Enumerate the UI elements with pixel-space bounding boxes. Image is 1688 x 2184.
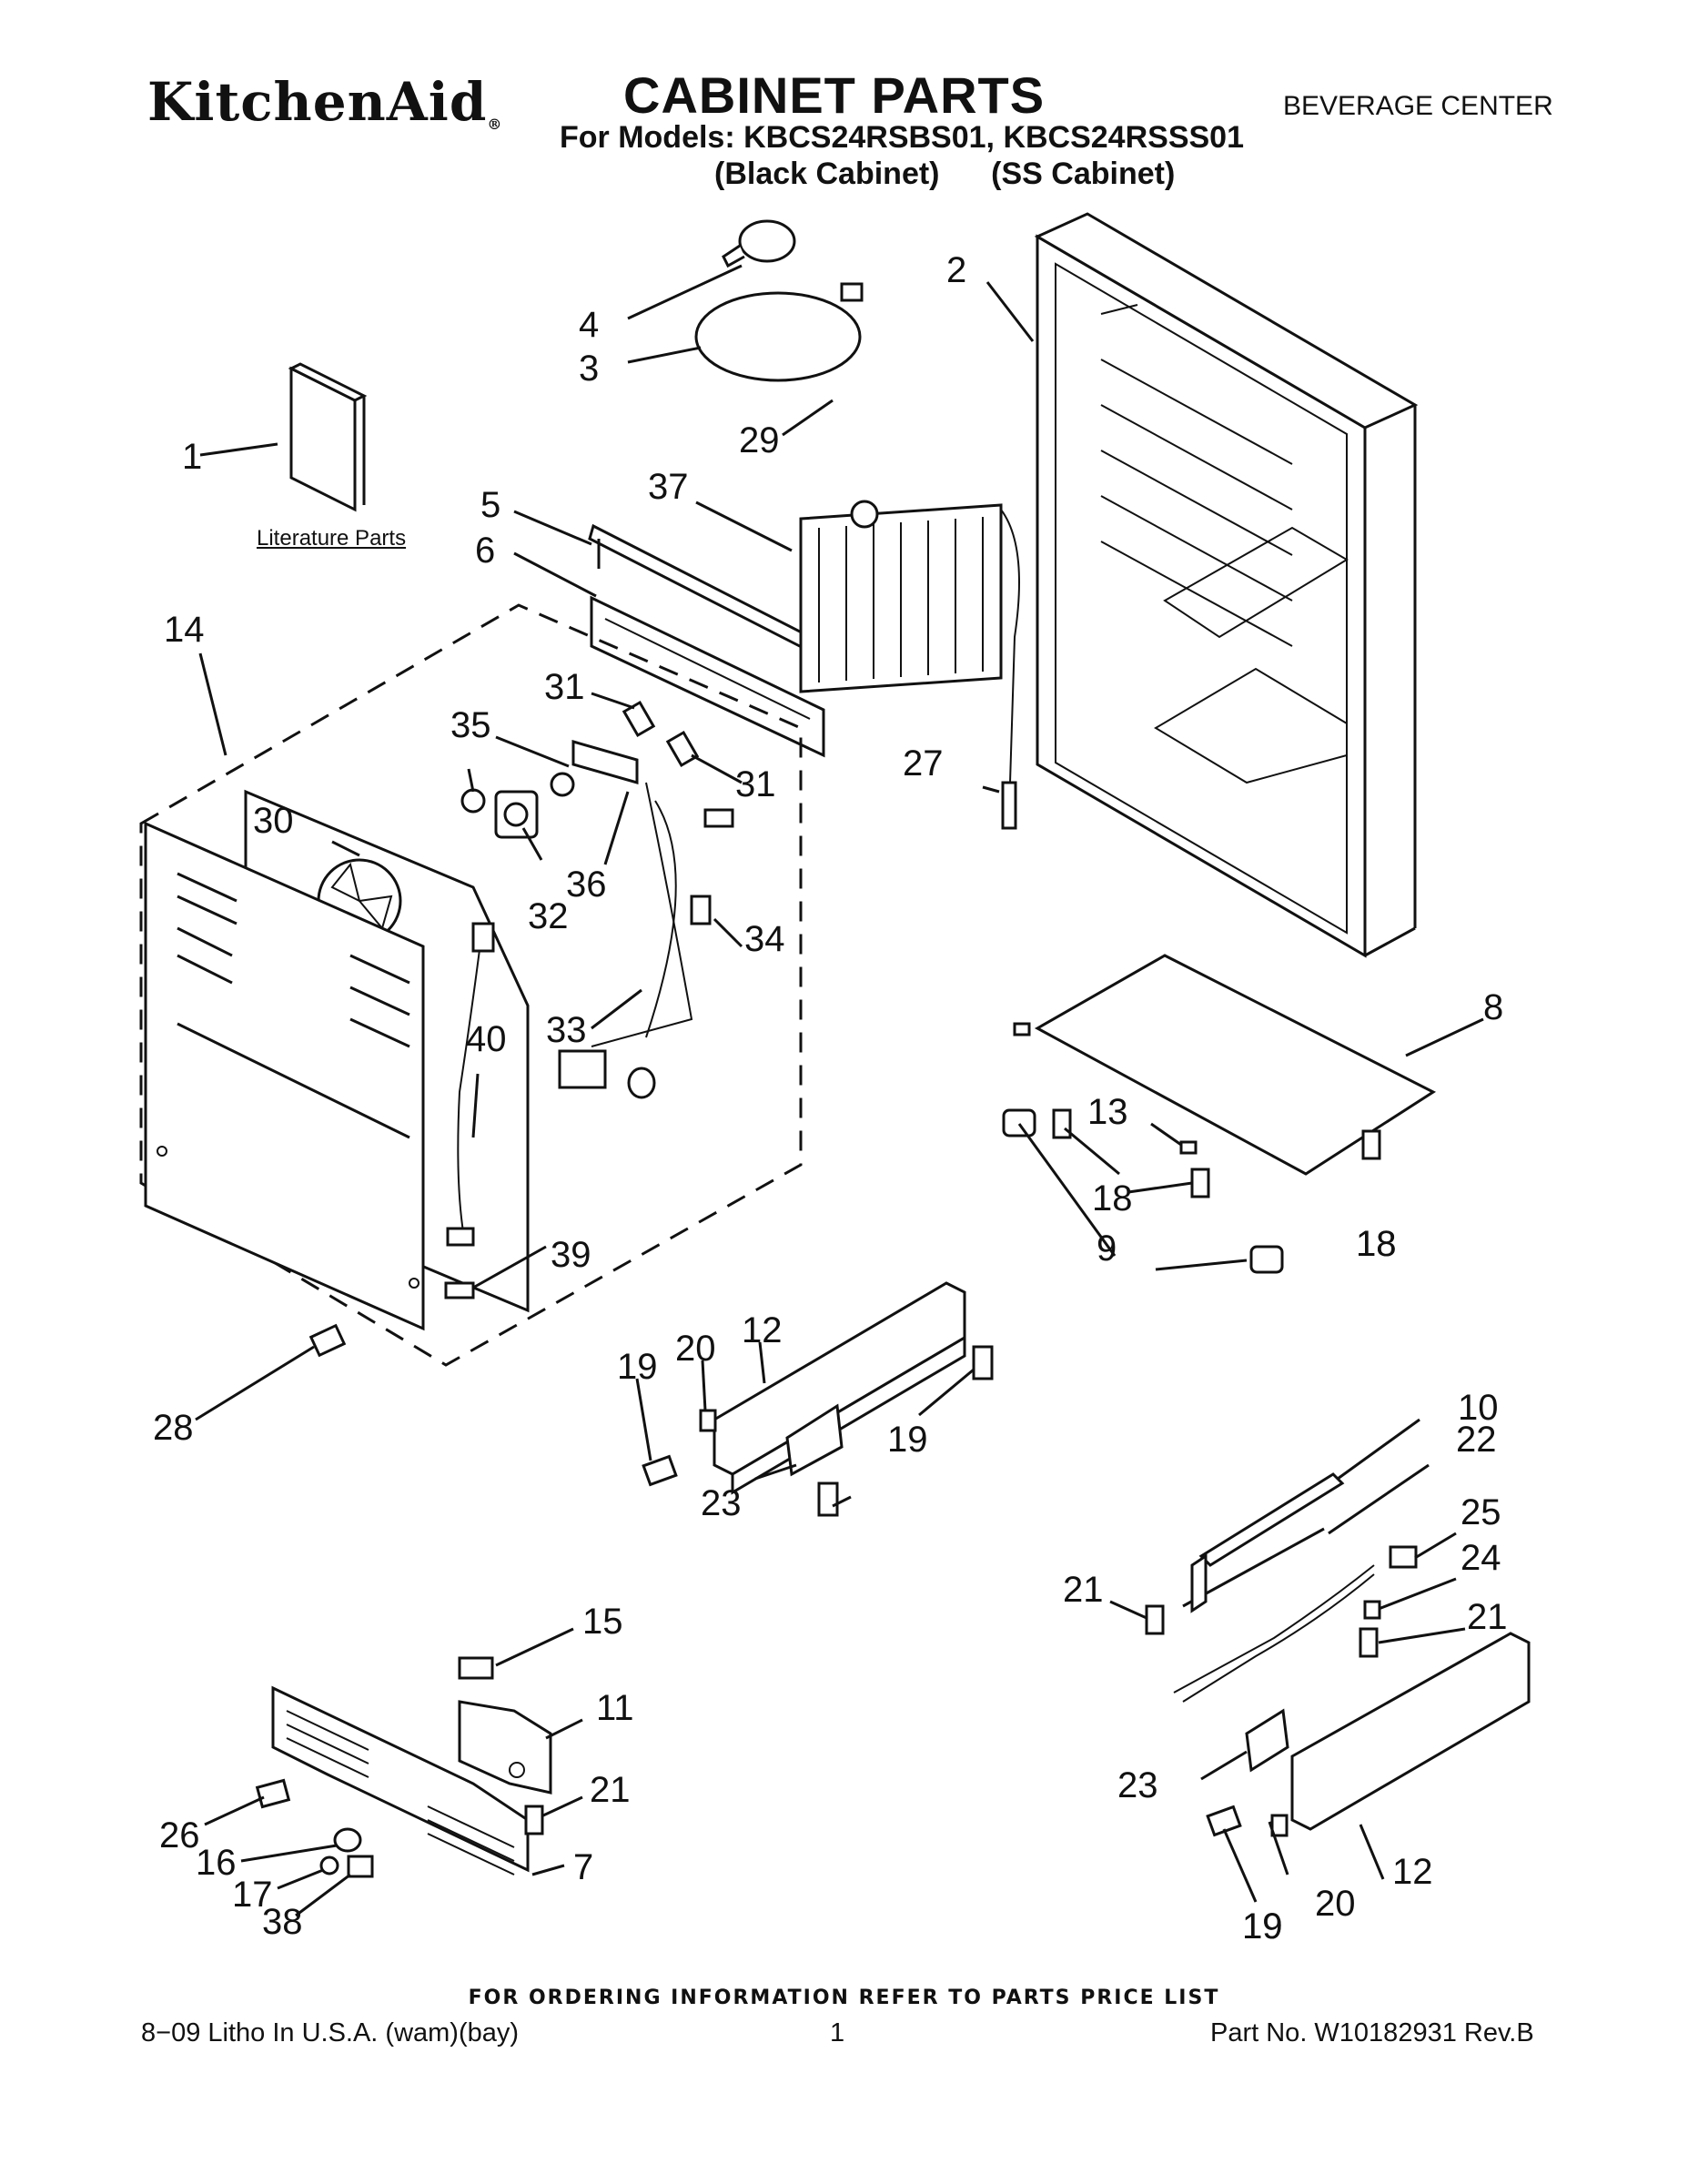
print-info: 8−09 Litho In U.S.A. (wam)(bay) bbox=[141, 2018, 520, 2048]
light-bulb bbox=[722, 219, 796, 268]
callout-label: 19 bbox=[1242, 1906, 1283, 1946]
callout-label: 13 bbox=[1087, 1092, 1128, 1132]
part-number: Part No. W10182931 Rev.B bbox=[1210, 2018, 1534, 2048]
callout-label: 15 bbox=[582, 1602, 623, 1642]
callout-label: 38 bbox=[262, 1902, 303, 1942]
leveling-leg-left bbox=[1002, 1108, 1036, 1138]
page-title: CABINET PARTS bbox=[623, 66, 1046, 124]
connector-39 bbox=[444, 1281, 475, 1299]
control-box bbox=[458, 1700, 552, 1795]
callout-label: 8 bbox=[1483, 987, 1503, 1027]
screw-21-grille bbox=[524, 1805, 544, 1835]
callout-label: 29 bbox=[739, 420, 780, 460]
model-numbers: For Models: KBCS24RSBS01, KBCS24RSSS01 bbox=[560, 120, 1245, 155]
callout-label: 19 bbox=[1242, 1906, 1283, 1946]
callout-label: 25 bbox=[1461, 1492, 1501, 1532]
callout-label: 7 bbox=[573, 1847, 593, 1887]
callout-label: 17 bbox=[232, 1875, 273, 1915]
callout-label: 14 bbox=[164, 610, 205, 650]
screw-31b bbox=[665, 730, 700, 768]
callout-label: 23 bbox=[1117, 1765, 1158, 1805]
callout-label: 39 bbox=[551, 1235, 591, 1275]
literature-parts-label: Literature Parts bbox=[257, 526, 407, 551]
callout-label: 11 bbox=[596, 1688, 634, 1728]
callout-label: 36 bbox=[566, 864, 607, 905]
brand-logo: KitchenAid® bbox=[147, 71, 503, 133]
callout-label: 12 bbox=[742, 1310, 783, 1350]
motor-bracket bbox=[571, 740, 639, 784]
thermostat-38 bbox=[347, 1855, 374, 1878]
callout-label: 26 bbox=[159, 1815, 200, 1855]
callout-label: 16 bbox=[196, 1843, 237, 1883]
leader-lines bbox=[195, 264, 1484, 1917]
nut-17 bbox=[319, 1855, 339, 1876]
callout-label: 21 bbox=[590, 1770, 631, 1810]
fan-motor bbox=[494, 790, 539, 839]
clip-13 bbox=[1179, 1140, 1198, 1155]
grommet bbox=[460, 788, 486, 814]
callout-label: 3 bbox=[579, 349, 599, 389]
literature-booklet bbox=[288, 362, 368, 512]
knob-16 bbox=[333, 1827, 362, 1853]
switch-15 bbox=[458, 1656, 494, 1680]
callout-label: 2 bbox=[946, 250, 966, 290]
callout-label: 32 bbox=[528, 896, 569, 936]
callout-label: 6 bbox=[475, 531, 495, 571]
light-cover bbox=[694, 282, 864, 382]
toe-grille bbox=[271, 1685, 530, 1876]
screw-28 bbox=[308, 1323, 347, 1358]
base-rail-center bbox=[642, 1281, 994, 1517]
leveling-leg-right bbox=[1249, 1245, 1284, 1274]
callout-label: 21 bbox=[1467, 1597, 1508, 1637]
evaporator-cover-front bbox=[144, 821, 425, 1331]
callout-label: 1 bbox=[182, 437, 202, 477]
ordering-note: FOR ORDERING INFORMATION REFER TO PARTS … bbox=[468, 1987, 1220, 2009]
screw-18a bbox=[1052, 1108, 1072, 1139]
callout-labels: 1 2 3 4 5 6 7 8 9 10 11 12 12 13 14 15 1… bbox=[153, 250, 1508, 1946]
callout-label: 30 bbox=[253, 801, 294, 841]
callout-label: 20 bbox=[675, 1329, 716, 1369]
callout-label: 27 bbox=[903, 743, 944, 784]
divider-panel bbox=[1013, 954, 1437, 1176]
callout-label: 35 bbox=[450, 705, 491, 745]
thermistor-probe bbox=[1000, 509, 1020, 830]
grommet-2 bbox=[550, 772, 575, 797]
callout-label: 37 bbox=[648, 467, 689, 507]
assembly-outline bbox=[139, 603, 803, 1367]
callout-label: 28 bbox=[153, 1408, 194, 1448]
base-rail-right bbox=[1145, 1472, 1531, 1837]
wire-harness bbox=[446, 782, 734, 1247]
product-category: BEVERAGE CENTER bbox=[1283, 91, 1553, 121]
evaporator-coil bbox=[799, 500, 1003, 693]
callout-label: 18 bbox=[1356, 1224, 1397, 1264]
callout-label: 31 bbox=[735, 764, 776, 804]
callout-label: 18 bbox=[1356, 1224, 1397, 1264]
callout-label: 18 bbox=[1092, 1178, 1133, 1218]
cabinet-liner bbox=[1034, 212, 1419, 958]
callout-label: 34 bbox=[744, 919, 785, 959]
callout-label: 9 bbox=[1097, 1228, 1117, 1269]
callout-label: 24 bbox=[1461, 1538, 1501, 1578]
screw-18b bbox=[1190, 1168, 1210, 1198]
callout-label: 19 bbox=[887, 1420, 928, 1460]
callout-label: 20 bbox=[1315, 1884, 1356, 1924]
screw-26 bbox=[255, 1778, 291, 1809]
callout-label: 33 bbox=[546, 1010, 587, 1050]
callout-label: 21 bbox=[1063, 1570, 1104, 1610]
page-number: 1 bbox=[830, 2018, 845, 2048]
callout-label: 19 bbox=[617, 1347, 658, 1387]
cabinet-variants: (Black Cabinet) (SS Cabinet) bbox=[714, 157, 1176, 191]
callout-label: 23 bbox=[701, 1483, 742, 1523]
callout-label: 5 bbox=[480, 485, 500, 525]
callout-label: 12 bbox=[1392, 1852, 1433, 1892]
screw-18c bbox=[1361, 1129, 1381, 1160]
shelf-trim bbox=[590, 595, 825, 758]
callout-label: 22 bbox=[1456, 1420, 1497, 1460]
callout-label: 10 bbox=[1458, 1388, 1499, 1428]
screw-34 bbox=[690, 895, 712, 925]
callout-label: 4 bbox=[579, 305, 599, 345]
callout-label: 31 bbox=[544, 667, 585, 707]
callout-label: 40 bbox=[466, 1019, 507, 1059]
